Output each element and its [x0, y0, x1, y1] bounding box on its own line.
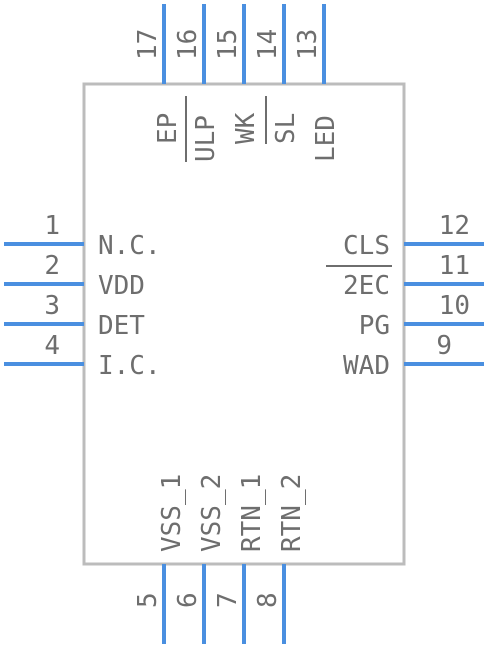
pin-top-14-label: SL: [271, 113, 301, 144]
pin-right-9[interactable]: 9 WAD: [343, 331, 484, 381]
pin-left-1-number: 1: [44, 211, 60, 241]
pin-bottom-8-number: 8: [253, 592, 283, 608]
pin-right-11[interactable]: 11 2EC: [343, 251, 484, 301]
pin-bottom-7-label: RTN_1: [237, 474, 267, 552]
pin-right-11-number: 11: [439, 251, 470, 281]
pin-top-15-number: 15: [213, 29, 243, 60]
pin-bottom-7[interactable]: 7 RTN_1: [213, 474, 267, 644]
pin-top-16-label: ULP: [191, 115, 221, 162]
pin-top-14-number: 14: [253, 29, 283, 60]
pin-right-12-number: 12: [439, 211, 470, 241]
pin-right-10-label: PG: [359, 311, 390, 341]
pin-top-17[interactable]: 17 EP: [133, 4, 183, 144]
pin-left-1[interactable]: 1 N.C.: [4, 211, 161, 261]
pin-top-14[interactable]: 14 SL: [253, 4, 301, 144]
pin-right-11-label: 2EC: [343, 271, 390, 301]
pin-bottom-6[interactable]: 6 VSS_2: [173, 474, 227, 644]
pin-left-1-label: N.C.: [98, 231, 161, 261]
pin-top-15[interactable]: 15 WK: [213, 4, 261, 144]
pin-right-10-number: 10: [439, 291, 470, 321]
component-body: [82, 82, 406, 566]
pin-bottom-8-label: RTN_2: [277, 474, 307, 552]
pin-top-13-label: LED: [311, 115, 341, 162]
pin-right-10[interactable]: 10 PG: [359, 291, 484, 341]
pin-right-12[interactable]: 12 CLS: [326, 211, 484, 267]
pin-left-2[interactable]: 2 VDD: [4, 251, 145, 301]
pin-right-9-label: WAD: [343, 351, 390, 381]
pin-left-3-number: 3: [44, 291, 60, 321]
pin-bottom-5-label: VSS_1: [157, 474, 187, 552]
pin-top-17-number: 17: [133, 29, 163, 60]
pin-top-13[interactable]: 13 LED: [293, 4, 341, 162]
pin-left-3-label: DET: [98, 311, 145, 341]
pin-left-4-number: 4: [44, 331, 60, 361]
pin-right-9-number: 9: [436, 331, 452, 361]
pin-left-3[interactable]: 3 DET: [4, 291, 145, 341]
pin-bottom-5-number: 5: [133, 592, 163, 608]
pin-bottom-7-number: 7: [213, 592, 243, 608]
pin-top-16[interactable]: 16 ULP: [173, 4, 221, 162]
pin-left-4[interactable]: 4 I.C.: [4, 331, 161, 381]
pin-left-2-label: VDD: [98, 271, 145, 301]
pin-top-15-label: WK: [231, 112, 261, 144]
pin-top-16-number: 16: [173, 29, 203, 60]
pin-top-17-label: EP: [153, 113, 183, 144]
pin-bottom-8[interactable]: 8 RTN_2: [253, 474, 307, 644]
pin-bottom-6-number: 6: [173, 592, 203, 608]
pin-top-13-number: 13: [293, 29, 323, 60]
pin-left-2-number: 2: [44, 251, 60, 281]
pin-bottom-5[interactable]: 5 VSS_1: [133, 474, 187, 644]
pin-left-4-label: I.C.: [98, 351, 161, 381]
pin-right-12-label: CLS: [343, 231, 390, 261]
pin-bottom-6-label: VSS_2: [197, 474, 227, 552]
